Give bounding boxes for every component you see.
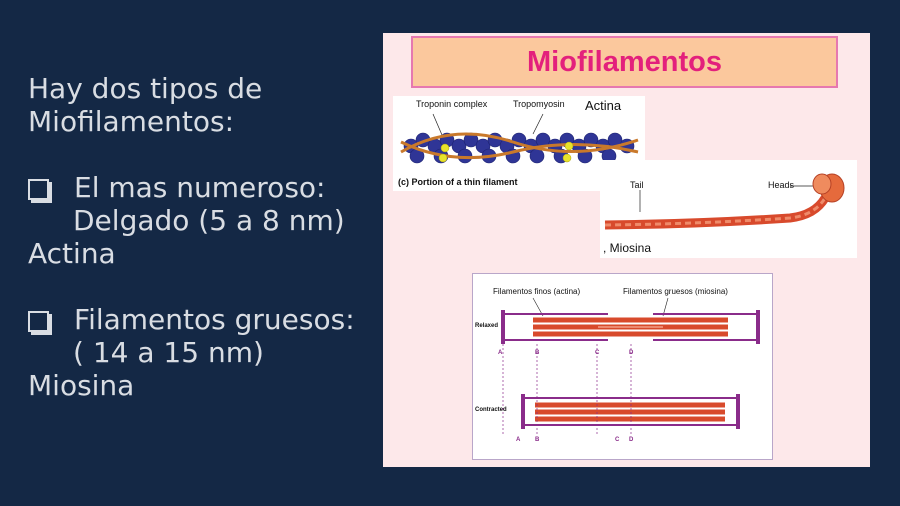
thin-filament-illustration: [400, 113, 639, 164]
thick-filaments-label: Filamentos gruesos (miosina): [623, 287, 728, 296]
heads-label: Heads: [768, 180, 795, 190]
sarcomere-illustration: [501, 297, 760, 434]
marker-a-contracted: A: [516, 437, 521, 443]
intro-line-1: Hay dos tipos de: [28, 72, 263, 105]
figure-title-box: Miofilamentos: [411, 36, 838, 88]
intro-line-2: Miofilamentos:: [28, 105, 235, 138]
checkbox-bullet-icon: [28, 179, 49, 200]
contracted-label: Contracted: [475, 407, 507, 413]
myosin-image: Tail Heads , Miosina: [600, 160, 857, 258]
bullet-1: El mas numeroso:: [28, 171, 378, 204]
marker-b-relaxed: B: [535, 350, 540, 356]
troponin-label: Troponin complex: [416, 99, 488, 109]
bullet-2-line-1: Filamentos gruesos:: [74, 303, 355, 336]
thin-filament-caption: (c) Portion of a thin filament: [398, 177, 518, 187]
bullet-2-line-3: Miosina: [28, 369, 135, 402]
thin-filaments-label: Filamentos finos (actina): [493, 287, 581, 296]
figure-title: Miofilamentos: [527, 45, 722, 78]
myosin-illustration: [604, 173, 845, 230]
bullet-1-line-2: Delgado (5 a 8 nm): [73, 204, 345, 237]
checkbox-bullet-icon: [28, 311, 49, 332]
bullet-2-line-2: ( 14 a 15 nm): [73, 336, 264, 369]
bullet-1-line-1: El mas numeroso:: [74, 171, 326, 204]
slide-body-text: Hay dos tipos de Miofilamentos: El mas n…: [28, 72, 378, 402]
marker-d-relaxed: D: [629, 350, 634, 356]
sarcomere-diagram-image: Filamentos finos (actina) Filamentos gru…: [472, 273, 773, 460]
bullet-1-line-3: Actina: [28, 237, 116, 270]
figure-panel: Miofilamentos Troponin complex Tropomyos…: [383, 33, 870, 467]
marker-c-contracted: C: [615, 437, 620, 443]
tail-label: Tail: [630, 180, 644, 190]
thin-filament-image: Troponin complex Tropomyosin Actina (c) …: [393, 96, 645, 191]
marker-a-relaxed: A: [498, 350, 503, 356]
actina-label: Actina: [585, 98, 622, 113]
relaxed-label: Relaxed: [475, 323, 499, 329]
tropomyosin-label: Tropomyosin: [513, 99, 565, 109]
marker-d-contracted: D: [629, 437, 634, 443]
bullet-2: Filamentos gruesos:: [28, 303, 378, 336]
miosina-label: , Miosina: [603, 241, 652, 255]
marker-b-contracted: B: [535, 437, 540, 443]
marker-c-relaxed: C: [595, 350, 600, 356]
